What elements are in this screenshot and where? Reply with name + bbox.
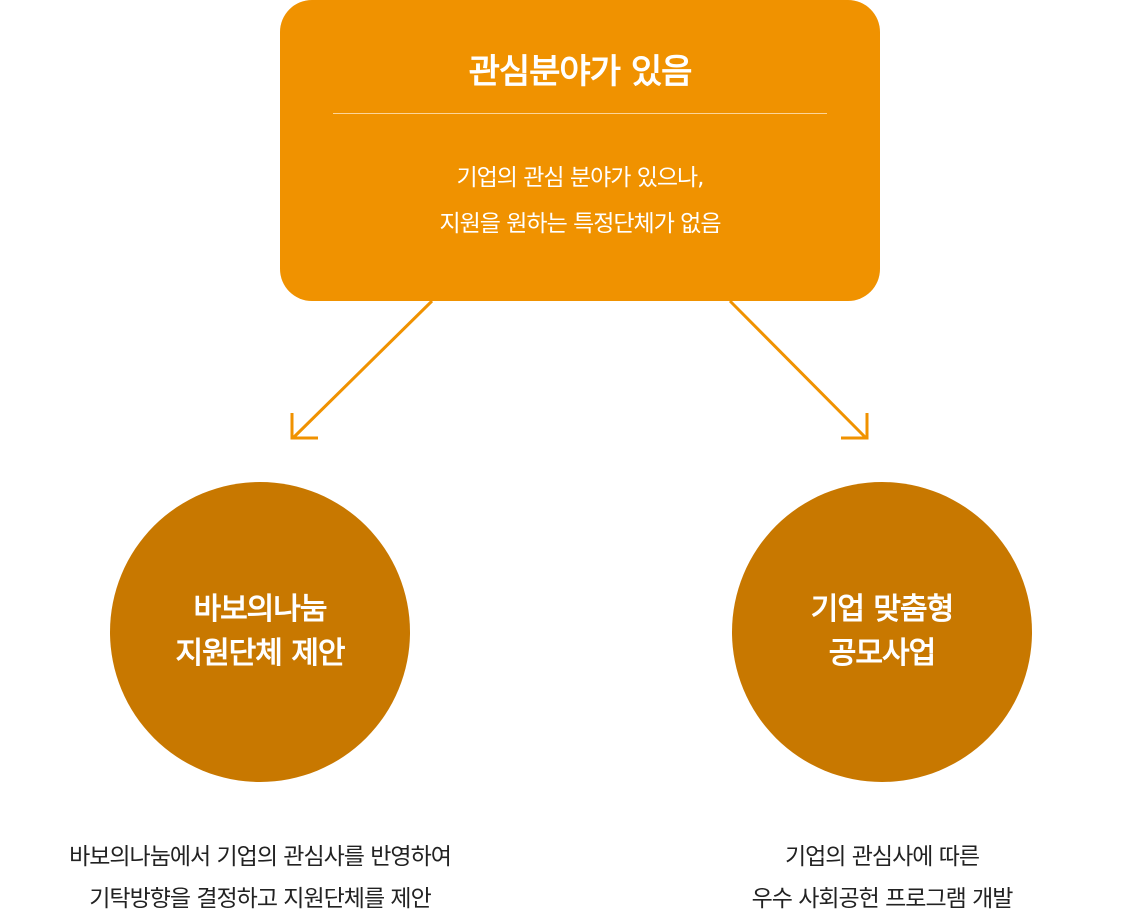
- arrow-left-head-icon: [290, 413, 318, 440]
- caption-line: 바보의나눔에서 기업의 관심사를 반영하여: [69, 844, 452, 870]
- divider: [333, 113, 827, 114]
- desc-line: 기업의 관심 분야가 있으나,: [456, 165, 704, 191]
- right-caption: 기업의 관심사에 따른 우수 사회공헌 프로그램 개발: [582, 836, 1143, 920]
- box-description: 기업의 관심 분야가 있으나, 지원을 원하는 특정단체가 없음: [280, 155, 880, 247]
- circle-line: 기업 맞춤형: [810, 592, 954, 627]
- circle-line: 바보의나눔: [193, 592, 327, 627]
- circle-line: 공모사업: [828, 636, 936, 671]
- caption-line: 기업의 관심사에 따른: [784, 844, 980, 870]
- arrow-left: [291, 299, 434, 440]
- caption-line: 기탁방향을 결정하고 지원단체를 제안: [89, 886, 432, 912]
- circle-line: 지원단체 제안: [175, 636, 345, 671]
- left-caption: 바보의나눔에서 기업의 관심사를 반영하여 기탁방향을 결정하고 지원단체를 제…: [0, 836, 560, 920]
- arrow-right-head-icon: [841, 413, 869, 440]
- interest-box: 관심분야가 있음 기업의 관심 분야가 있으나, 지원을 원하는 특정단체가 없…: [280, 0, 880, 301]
- desc-line: 지원을 원하는 특정단체가 없음: [439, 211, 721, 237]
- box-title: 관심분야가 있음: [468, 52, 693, 92]
- arrow-right: [728, 299, 868, 440]
- caption-line: 우수 사회공헌 프로그램 개발: [751, 886, 1014, 912]
